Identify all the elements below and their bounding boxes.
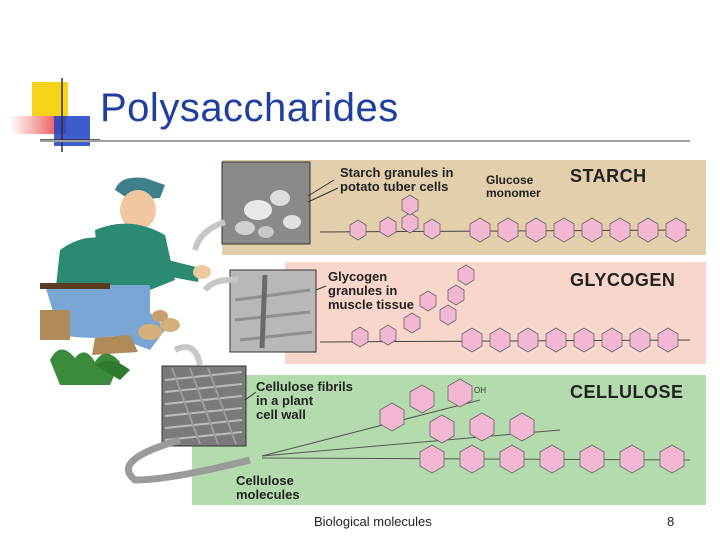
starch-label: STARCH <box>570 166 647 186</box>
cellulose-callout: Cellulose fibrils in a plant cell wall <box>256 380 353 422</box>
oh-label: OH <box>474 386 486 395</box>
potato-plant <box>50 310 180 385</box>
title-divider <box>40 140 690 142</box>
micrograph-cellulose <box>161 365 247 447</box>
micrograph-glycogen <box>229 269 317 353</box>
glycogen-callout: Glycogen granules in muscle tissue <box>328 270 414 312</box>
polysaccharide-diagram <box>40 160 706 505</box>
glycogen-callout-line-2: granules in <box>328 283 398 298</box>
glucose-monomer-callout: Glucose monomer <box>486 174 541 200</box>
arrow-to-starch <box>192 219 226 251</box>
footer-text: Biological molecules <box>314 514 432 529</box>
glucose-monomer-line-2: monomer <box>486 186 541 200</box>
page-number: 8 <box>667 514 675 529</box>
glycogen-label: GLYCOGEN <box>570 270 676 290</box>
arrow-to-cellulose <box>173 344 203 366</box>
cellulose-stem <box>125 436 251 484</box>
cellulose-chain <box>261 378 691 474</box>
farmer-illustration <box>40 177 211 355</box>
cellulose-callout-line-1: Cellulose fibrils <box>256 379 353 394</box>
page-title: Polysaccharides <box>100 86 399 130</box>
glycogen-callout-line-1: Glycogen <box>328 269 388 284</box>
cellulose-callout-line-2: in a plant <box>256 393 314 408</box>
starch-chain <box>319 194 691 243</box>
cellulose-callout-line-3: cell wall <box>256 407 306 422</box>
arrow-to-glycogen <box>202 276 239 293</box>
cellulose-molecules-line-1: Cellulose <box>236 473 294 488</box>
glycogen-callout-line-3: muscle tissue <box>328 297 414 312</box>
cellulose-molecules-callout: Cellulose molecules <box>236 474 300 502</box>
glycogen-chain <box>319 264 691 353</box>
starch-callout: Starch granules in potato tuber cells <box>340 166 453 194</box>
micrograph-starch <box>221 161 311 245</box>
glucose-monomer-line-1: Glucose <box>486 173 534 187</box>
starch-callout-line-2: potato tuber cells <box>340 179 449 194</box>
starch-callout-line-1: Starch granules in <box>340 165 454 180</box>
cellulose-molecules-line-2: molecules <box>236 487 300 502</box>
cellulose-label: CELLULOSE <box>570 382 684 402</box>
